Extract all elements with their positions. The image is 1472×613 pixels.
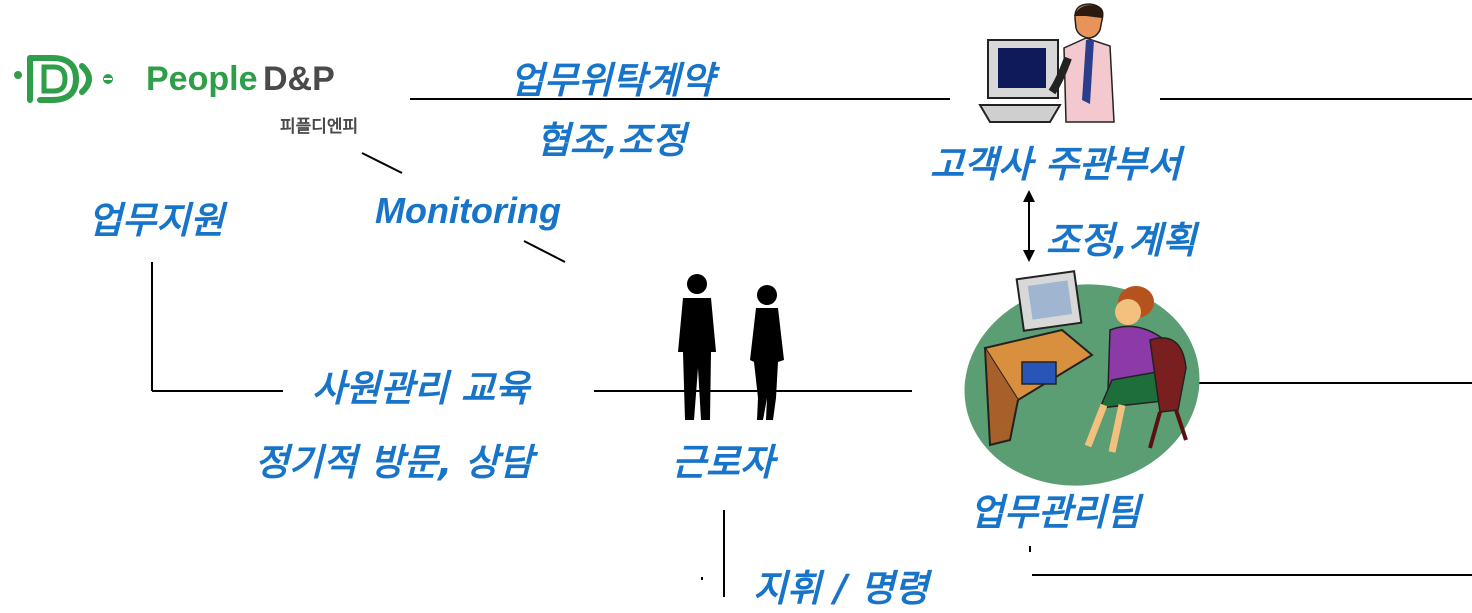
two-person-silhouette-icon [678,274,784,420]
label-command: 지휘 / 명령 [753,567,929,610]
line-monitor-a [361,152,403,174]
label-contract: 업무위탁계약 [510,59,715,102]
label-support: 업무지원 [88,199,225,242]
woman-at-desk-icon [964,270,1200,486]
label-hr-education: 사원관리 교육 [312,367,530,410]
logo-sub: 피플디엔피 [280,117,359,137]
logo-brand-rest: D&P [263,60,335,98]
label-monitoring: Monitoring [375,190,561,231]
label-mgmt-team: 업무관리팀 [970,491,1141,534]
line-monitor-b [523,240,566,263]
logo-brand-word: People [146,60,258,98]
label-visit-consult: 정기적 방문, 상담 [255,441,534,484]
people-dnp-logo-icon [14,55,113,103]
label-client-dept: 고객사 주관부서 [930,143,1182,186]
double-arrow [1023,190,1035,262]
label-workers: 근로자 [672,441,775,484]
label-coordination: 협조,조정 [536,119,687,162]
man-at-computer-icon [978,3,1115,123]
connector-lines [151,98,1472,597]
label-adjust-plan: 조정,계획 [1046,219,1197,262]
